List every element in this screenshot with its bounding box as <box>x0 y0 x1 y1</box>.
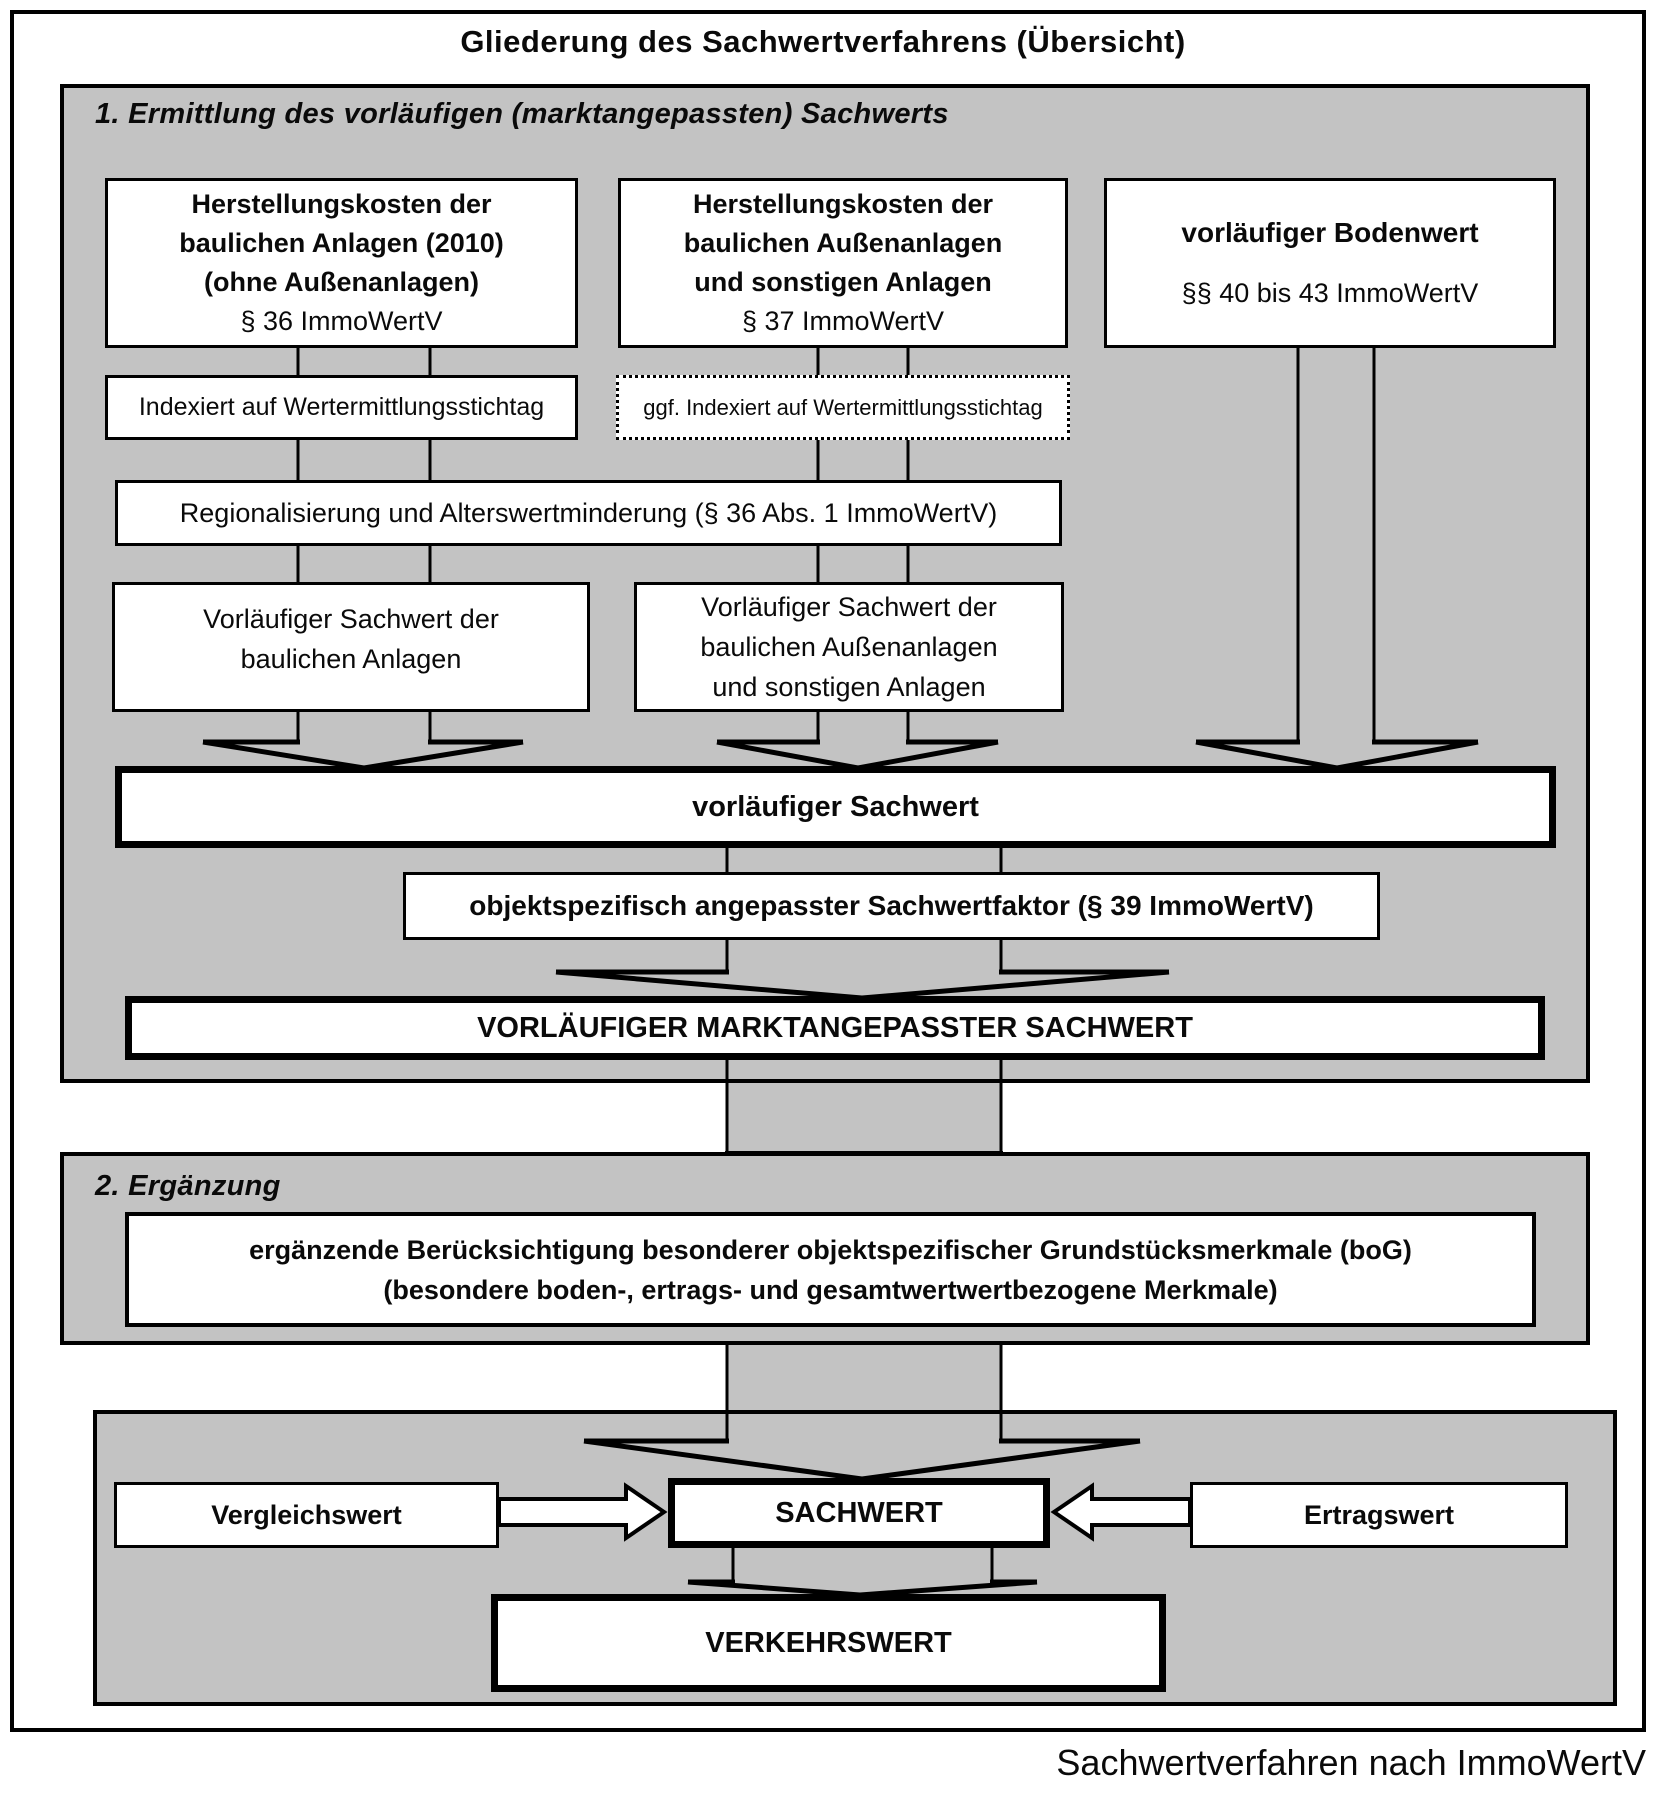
line-2: baulichen Außenanlagen <box>683 228 1003 258</box>
line-1: Vorläufiger Sachwert der <box>203 604 499 634</box>
box-label: SACHWERT <box>775 1496 943 1529</box>
box-ertragswert: Ertragswert <box>1190 1482 1568 1548</box>
line-1: Vorläufiger Sachwert der <box>701 592 997 622</box>
line-1: ergänzende Berücksichtigung besonderer o… <box>249 1234 1412 1265</box>
paragraph-ref: § 36 ImmoWertV <box>240 306 443 336</box>
line-1: Herstellungskosten der <box>692 189 994 219</box>
box-regionalisierung: Regionalisierung und Alterswertminderung… <box>115 480 1062 546</box>
box-sachwert: SACHWERT <box>668 1478 1050 1548</box>
box-vorlaeufiger-sachwert-aussenanlagen: Vorläufiger Sachwert der baulichen Außen… <box>634 582 1064 712</box>
line-3: und sonstigen Anlagen <box>694 267 992 297</box>
figure-caption: Sachwertverfahren nach ImmoWertV <box>1056 1742 1646 1783</box>
box-label: vorläufiger Sachwert <box>692 790 979 823</box>
box-vergleichswert: Vergleichswert <box>114 1482 499 1548</box>
box-label: Regionalisierung und Alterswertminderung… <box>179 497 998 528</box>
line-1: Herstellungskosten der <box>191 189 492 219</box>
line-2: baulichen Anlagen (2010) <box>179 228 504 258</box>
box-label: VORLÄUFIGER MARKTANGEPASSTER SACHWERT <box>477 1011 1193 1044</box>
box-vorlaeufiger-sachwert-bauliche-anlagen: Vorläufiger Sachwert der baulichen Anlag… <box>112 582 590 712</box>
box-title: vorläufiger Bodenwert <box>1181 217 1479 249</box>
line-2: baulichen Außenanlagen <box>700 632 998 662</box>
box-vorlaeufiger-bodenwert: vorläufiger Bodenwert §§ 40 bis 43 ImmoW… <box>1104 178 1556 348</box>
box-sachwertfaktor: objektspezifisch angepasster Sachwertfak… <box>403 872 1380 940</box>
paragraph-ref: § 37 ImmoWertV <box>741 306 945 336</box>
line-3: und sonstigen Anlagen <box>712 672 986 702</box>
box-indexiert: Indexiert auf Wertermittlungsstichtag <box>105 375 578 440</box>
box-verkehrswert: VERKEHRSWERT <box>491 1594 1166 1692</box>
box-herstellungskosten-aussenanlagen: Herstellungskosten der baulichen Außenan… <box>618 178 1068 348</box>
box-label: Ertragswert <box>1303 1499 1455 1530</box>
box-label: ggf. Indexiert auf Wertermittlungssticht… <box>643 394 1043 420</box>
line-2: (besondere boden-, ertrags- und gesamtwe… <box>383 1274 1278 1305</box>
box-label: Indexiert auf Wertermittlungsstichtag <box>138 393 545 421</box>
box-marktangepasster-sachwert: VORLÄUFIGER MARKTANGEPASSTER SACHWERT <box>125 996 1545 1060</box>
paragraph-ref: §§ 40 bis 43 ImmoWertV <box>1181 277 1479 308</box>
section-1-heading: 1. Ermittlung des vorläufigen (marktange… <box>95 98 949 130</box>
box-bog: ergänzende Berücksichtigung besonderer o… <box>125 1212 1536 1327</box>
box-label: VERKEHRSWERT <box>705 1626 952 1659</box>
page-title: Gliederung des Sachwertverfahrens (Übers… <box>460 24 1186 59</box>
box-label: Vergleichswert <box>211 1499 402 1530</box>
line-2: baulichen Anlagen <box>240 644 462 674</box>
box-label: objektspezifisch angepasster Sachwertfak… <box>469 890 1314 921</box>
section-2-heading: 2. Ergänzung <box>95 1170 281 1202</box>
box-herstellungskosten-bauliche-anlagen: Herstellungskosten der baulichen Anlagen… <box>105 178 578 348</box>
box-ggf-indexiert: ggf. Indexiert auf Wertermittlungssticht… <box>616 375 1070 440</box>
line-3: (ohne Außenanlagen) <box>204 267 479 297</box>
box-vorlaeufiger-sachwert: vorläufiger Sachwert <box>115 766 1556 848</box>
